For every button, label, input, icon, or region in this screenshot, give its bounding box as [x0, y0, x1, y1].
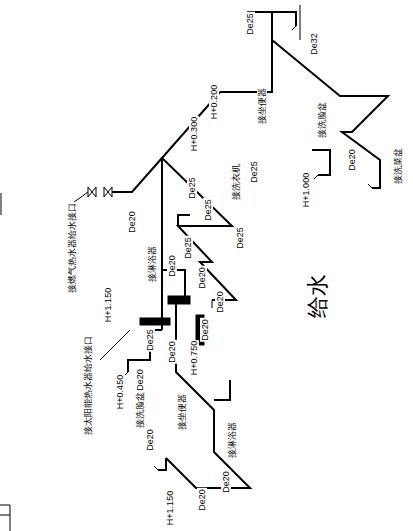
elevation-mark: H+0.200 — [209, 84, 219, 120]
fixture-note: 接坐便器 — [257, 87, 267, 125]
fixture-note: 接淋浴器 — [147, 245, 157, 283]
pipe-size: De20 — [215, 290, 225, 314]
pipe — [166, 300, 250, 488]
pipe-size: De20 — [167, 340, 177, 364]
pipe-lines — [112, 12, 388, 488]
elevation-mark: H+0.450 — [115, 374, 125, 410]
frame-line — [0, 505, 10, 531]
fixture-note: 接太阳能热水器给水接口 — [83, 335, 93, 436]
pipe-size: De25 — [187, 176, 197, 200]
pipe-size: De20 — [221, 470, 231, 494]
pipe-size: De20 — [197, 488, 207, 512]
pipe-size: De20 — [167, 254, 177, 278]
pipe — [312, 150, 330, 175]
elevation-mark: H+0.300 — [189, 116, 199, 152]
fixture-note: 接洗脸盆 — [317, 101, 327, 139]
pipe — [214, 380, 230, 400]
pipe-size: De32 — [309, 32, 319, 56]
pipe-size: De25 — [235, 226, 245, 250]
frame — [0, 193, 10, 531]
pipe-size: De25 — [145, 328, 155, 352]
pipe — [158, 458, 166, 470]
fixture-note: 接洗脸盆 — [135, 391, 145, 429]
pipe-size: De20 — [145, 428, 155, 452]
elevation-mark: H+0.750 — [189, 340, 199, 376]
pipe-block — [168, 296, 190, 304]
elevation-mark: H+1.150 — [165, 490, 175, 526]
leader-line — [300, 5, 301, 40]
faucet-symbol — [124, 26, 372, 470]
fixture-note: 接洗衣机 — [231, 163, 241, 201]
pipe — [220, 12, 272, 92]
elevation-mark: H+1.000 — [301, 172, 311, 208]
pipe — [178, 215, 190, 226]
pipe-size: De25 — [183, 236, 193, 260]
pipe — [161, 158, 163, 330]
pipe-size: De20 — [135, 368, 145, 392]
pipe — [272, 40, 388, 188]
fixture-note: 接燃气热水器给水接口 — [67, 202, 77, 294]
valve-symbol — [104, 187, 112, 197]
pipe-size: De20 — [197, 266, 207, 290]
valves — [70, 5, 372, 470]
pipe — [162, 92, 236, 300]
pipe-size: De25 — [245, 12, 255, 36]
leader-line — [100, 330, 130, 360]
fixture-note: 接淋浴器 — [227, 421, 237, 459]
fixture-note: 接洗菜盆 — [393, 147, 403, 185]
pipe-size: De25 — [203, 198, 213, 222]
fixture-note: 接坐便器 — [177, 393, 187, 431]
pipe — [112, 158, 162, 192]
elevation-mark: H+1.150 — [103, 287, 113, 323]
frame-line — [1, 193, 2, 215]
valve-symbol — [88, 187, 96, 197]
pipe-size: De20 — [347, 148, 357, 172]
pipe-size: De20 — [127, 210, 137, 234]
pipe-size: De25 — [249, 160, 259, 184]
drawing-title: 给水 — [306, 274, 330, 318]
pipe-size: De20 — [200, 318, 210, 342]
pipe-block — [140, 318, 170, 325]
